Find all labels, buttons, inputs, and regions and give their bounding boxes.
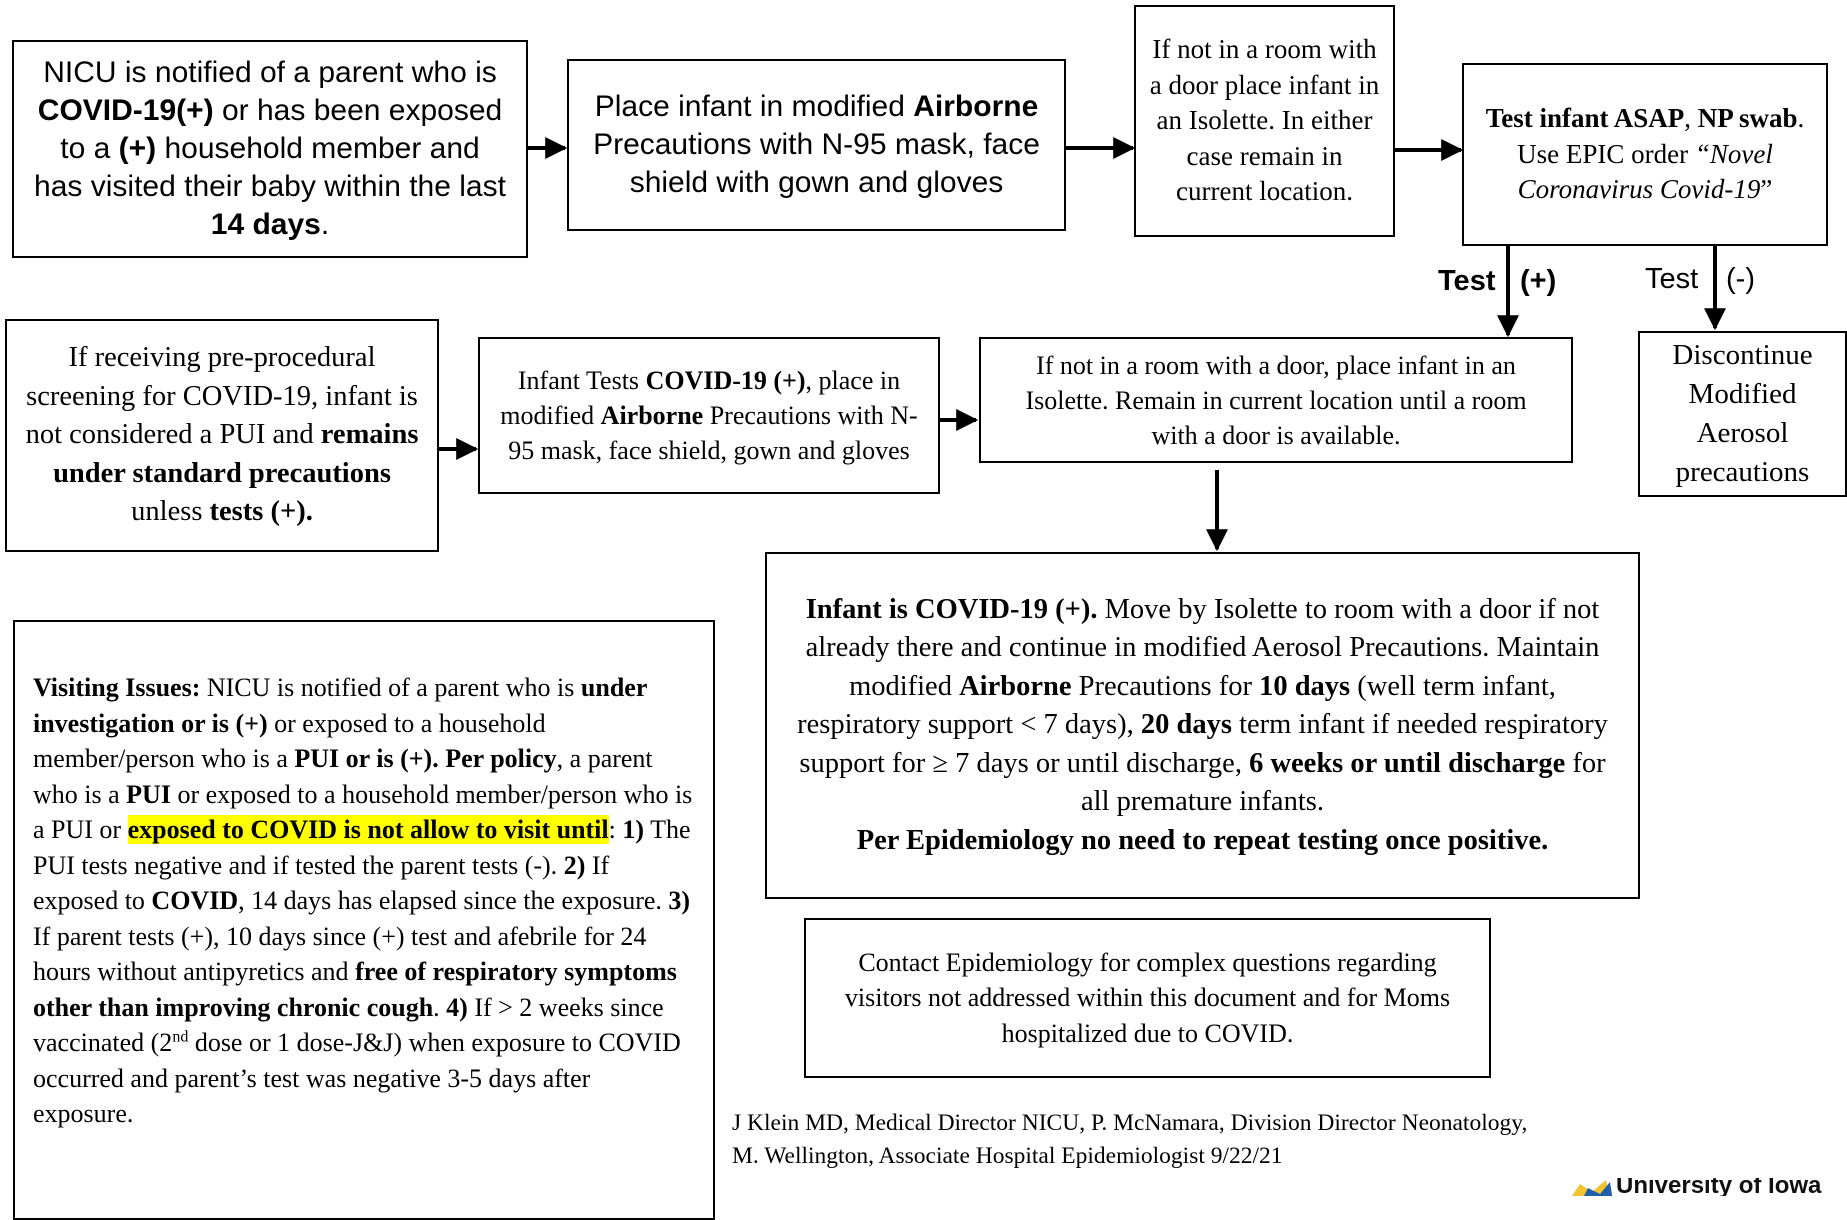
isolette-box: If not in a room with a door place infan… [1134,5,1395,237]
test-infant-box: Test infant ASAP, NP swab. Use EPIC orde… [1462,63,1828,246]
infant-covid-positive-text: Infant is COVID-19 (+). Move by Isolette… [797,593,1608,856]
preprocedural-box: If receiving pre-procedural screening fo… [5,319,439,552]
logo-text: University of Iowa [1616,1178,1822,1196]
infant-covid-positive-box: Infant is COVID-19 (+). Move by Isolette… [765,552,1640,899]
test-negative-label: Test [1645,263,1699,295]
preprocedural-text: If receiving pre-procedural screening fo… [25,342,419,528]
no-room-door-box: If not in a room with a door, place infa… [979,337,1573,463]
visit-restriction-highlight: exposed to COVID is not allow to visit u… [127,815,609,844]
test-positive-label: Test [1438,264,1495,298]
notify-text: NICU is notified of a parent who is COVI… [34,56,506,241]
test-positive-word: Test [1438,265,1496,297]
discontinue-text: Discontinue Modified Aerosol precautions [1672,339,1813,488]
infant-tests-positive-box: Infant Tests COVID-19 (+), place in modi… [478,337,940,494]
footer-credits: J Klein MD, Medical Director NICU, P. Mc… [732,1110,1528,1169]
notify-box: NICU is notified of a parent who is COVI… [12,40,528,258]
university-logo: University of Iowa [1562,1178,1847,1196]
logo-mark-icon [1572,1180,1613,1196]
contact-epidemiology-text: Contact Epidemiology for complex questio… [844,947,1451,1048]
infant-tests-positive-text: Infant Tests COVID-19 (+), place in modi… [500,366,918,465]
visiting-issues-box: Visiting Issues: NICU is notified of a p… [13,620,715,1220]
place-precautions-box: Place infant in modified Airborne Precau… [567,59,1066,231]
place-precautions-text: Place infant in modified Airborne Precau… [593,90,1040,199]
discontinue-box: Discontinue Modified Aerosol precautions [1638,331,1847,497]
no-room-door-text: If not in a room with a door, place infa… [1025,350,1527,450]
test-positive-sign: (+) [1520,265,1557,297]
test-infant-text: Test infant ASAP, NP swab. Use EPIC orde… [1485,103,1805,205]
isolette-text: If not in a room with a door place infan… [1149,34,1380,207]
visiting-issues-text: Visiting Issues: NICU is notified of a p… [33,673,693,1128]
test-negative-sign: (-) [1726,263,1755,295]
contact-epidemiology-box: Contact Epidemiology for complex questio… [804,918,1491,1078]
